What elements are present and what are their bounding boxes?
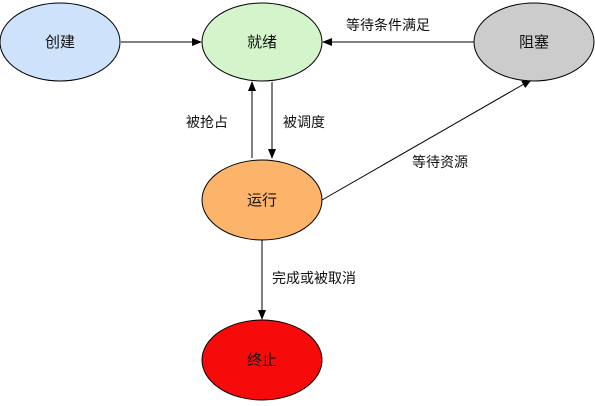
edge-label-complete-or-cancel: 完成或被取消 xyxy=(272,271,356,287)
edge-label-scheduled: 被调度 xyxy=(283,115,325,131)
edge-running-to-ready: 被抢占 xyxy=(186,81,256,158)
node-blocked: 阻塞 xyxy=(473,2,595,82)
node-running: 运行 xyxy=(201,159,323,241)
node-running-label: 运行 xyxy=(247,191,277,209)
node-create-label: 创建 xyxy=(45,33,75,51)
edge-label-wait-condition: 等待条件满足 xyxy=(346,17,430,34)
node-ready-shape xyxy=(201,2,323,82)
edge-running-to-blocked: 等待资源 xyxy=(321,79,532,201)
node-ready-label: 就绪 xyxy=(247,33,277,51)
node-blocked-label: 阻塞 xyxy=(519,33,549,51)
edge-running-to-terminated: 完成或被取消 xyxy=(258,240,356,320)
edge-ready-to-running: 被调度 xyxy=(268,82,325,159)
edge-label-preempted: 被抢占 xyxy=(186,114,228,131)
node-terminated-label: 终止 xyxy=(247,351,277,369)
node-create-shape xyxy=(0,2,121,82)
node-ready: 就绪 xyxy=(201,2,323,82)
node-terminated-shape xyxy=(201,319,323,401)
node-create: 创建 xyxy=(0,2,121,82)
node-blocked-shape xyxy=(473,2,595,82)
node-running-shape xyxy=(201,159,323,241)
edge-blocked-to-ready: 等待条件满足 xyxy=(322,17,474,46)
node-terminated: 终止 xyxy=(201,319,323,401)
edge-label-wait-resource: 等待资源 xyxy=(412,154,468,171)
